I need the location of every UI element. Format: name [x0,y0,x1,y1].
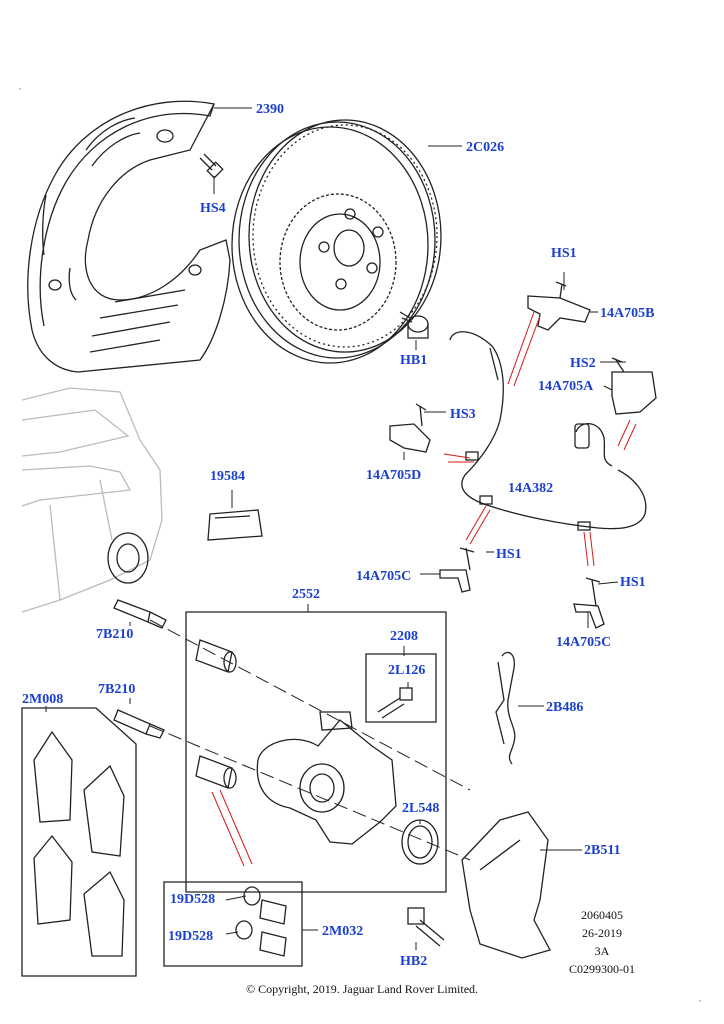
label-2C026: 2C026 [466,140,504,155]
seal-kit-box [163,881,303,967]
label-2L126: 2L126 [388,663,425,678]
brake-disc-part [231,119,442,364]
bleed-screw-part [377,687,413,719]
label-19584: 19584 [210,469,245,484]
dust-shield-part [27,100,231,373]
label-2208: 2208 [390,629,418,644]
label-2B486: 2B486 [546,700,583,715]
brake-pads-part [33,730,125,957]
label-7B210-bottom: 7B210 [98,682,135,697]
label-2390: 2390 [256,102,284,117]
brake-pad-frame [21,707,137,977]
guide-pin-bottom-part [113,709,165,739]
hs4-bolt-part [199,153,224,179]
label-HS1-right: HS1 [620,575,646,590]
seal-kit-frame [365,653,437,723]
hb1-bolt-part [399,311,429,339]
label-HB1: HB1 [400,353,427,368]
label-14A705B: 14A705B [600,306,654,321]
spring-clip-part [495,651,516,765]
label-14A705C-right: 14A705C [556,635,611,650]
drawing-reference: C0299300-01 [569,962,635,976]
drawing-date: 26-2019 [582,926,622,940]
dust-boots-part [235,886,287,957]
label-HS1-top: HS1 [551,246,577,261]
drawing-meta: 2060405 26-2019 3A C0299300-01 [542,906,662,978]
drawing-code: 2060405 [581,908,623,922]
label-14A382: 14A382 [508,481,553,496]
hb2-bolt-part [407,907,445,947]
vehicle-silhouette [21,387,163,613]
caliper-group-frame [185,611,447,893]
corner-marks [19,88,701,1002]
caliper-body-part [256,711,397,845]
leader-lines [45,107,626,950]
label-19D528-b: 19D528 [168,929,213,944]
drawing-revision: 3A [594,944,610,958]
caliper-carrier-part [461,811,551,959]
label-HS1-mid: HS1 [496,547,522,562]
label-HS2: HS2 [570,356,596,371]
callout-lines [211,311,637,867]
label-HS3: HS3 [450,407,476,422]
assembly-centerline [149,619,471,861]
grease-packet-part [207,509,263,541]
label-14A705C-left: 14A705C [356,569,411,584]
label-2B511: 2B511 [584,843,621,858]
label-7B210-top: 7B210 [96,627,133,642]
caliper-bushings [195,639,237,789]
label-HB2: HB2 [400,954,427,969]
label-HS4: HS4 [200,201,226,216]
copyright-notice: © Copyright, 2019. Jaguar Land Rover Lim… [245,982,479,996]
guide-pin-top-part [113,599,167,629]
piston-seal-part [401,819,439,865]
label-14A705A: 14A705A [538,379,594,394]
label-2M032: 2M032 [322,924,363,939]
label-14A705D: 14A705D [366,468,421,483]
label-2L548: 2L548 [402,801,439,816]
label-2M008: 2M008 [22,692,63,707]
abs-sensor-harness [389,281,657,629]
label-2552: 2552 [292,587,320,602]
label-19D528-a: 19D528 [170,892,215,907]
